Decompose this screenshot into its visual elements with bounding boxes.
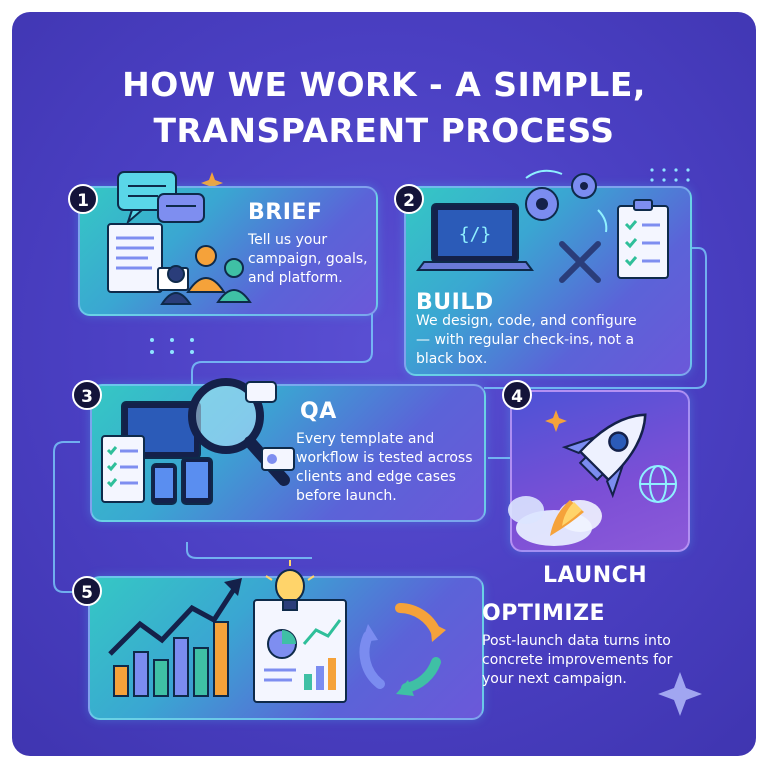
infographic-frame: HOW WE WORK - A SIMPLE, TRANSPARENT PROC… (12, 12, 756, 756)
step-number-badge: 3 (72, 380, 102, 410)
step-qa-description: Every template and workflow is tested ac… (296, 431, 473, 504)
step-number-badge: 4 (502, 380, 532, 410)
step-optimize-title: OPTIMIZE (482, 601, 606, 626)
svg-text:{/}: {/} (459, 224, 492, 245)
step-brief-description: Tell us your campaign, goals, and platfo… (248, 232, 368, 286)
brief-icon (107, 171, 252, 305)
build-icon: {/} (416, 169, 669, 283)
step-number-badge: 2 (394, 184, 424, 214)
title-line-1: HOW WE WORK - A SIMPLE, (122, 65, 646, 104)
step-brief-title: BRIEF (248, 200, 323, 225)
step-qa-title: QA (300, 399, 337, 424)
step-number-badge: 1 (68, 184, 98, 214)
launch-icon (508, 410, 677, 546)
title-line-2: TRANSPARENT PROCESS (153, 111, 615, 150)
step-optimize-description: Post-launch data turns into concrete imp… (482, 633, 673, 687)
step-build-description: We design, code, and configure — with re… (416, 313, 637, 367)
qa-icon (101, 378, 295, 505)
step-number-badge: 5 (72, 576, 102, 606)
step-launch-title: LAUNCH (543, 563, 648, 588)
page-title: HOW WE WORK - A SIMPLE, TRANSPARENT PROC… (12, 62, 756, 154)
optimize-icon (108, 560, 446, 703)
step-build-title: BUILD (416, 290, 494, 315)
process-connector-lines (53, 168, 707, 716)
